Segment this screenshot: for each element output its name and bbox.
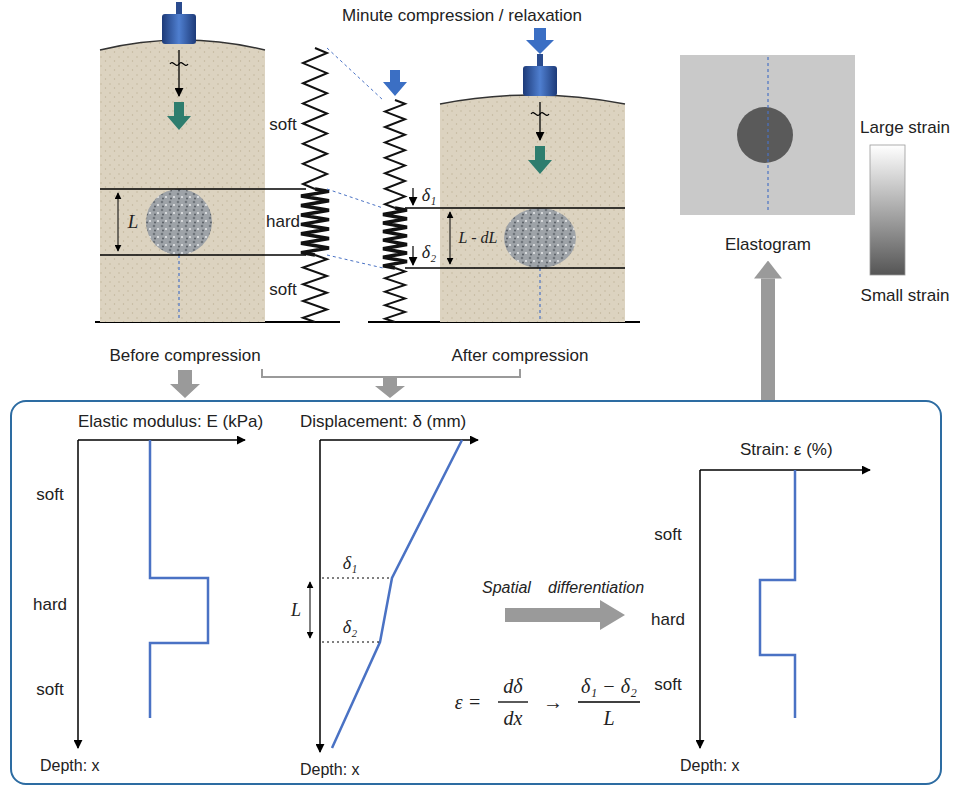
part-label: soft <box>269 280 296 300</box>
probe-cable <box>537 54 543 68</box>
fraction-bar <box>498 701 528 702</box>
chart-text: Strain: ε (%) <box>740 440 833 460</box>
ultrasound-probe <box>162 14 196 44</box>
spring-coil <box>303 255 327 322</box>
boundary-line <box>100 254 306 256</box>
elastogram-picture <box>678 53 858 221</box>
flow-arrow <box>761 279 775 401</box>
chart-text: δ₁ − δ₂ <box>581 675 637 698</box>
echo-arrow <box>528 146 552 174</box>
elastogram-image: Elastogram <box>678 53 858 257</box>
chart-text: Spatial <box>482 579 531 597</box>
spring-coil <box>385 100 405 208</box>
spring-model <box>301 48 407 322</box>
displacement-arrow <box>412 246 413 265</box>
guide-line <box>327 255 383 268</box>
chart-text: δ₁ <box>343 553 358 574</box>
chart-text: Elastic modulus: E (kPa) <box>78 412 263 432</box>
chart-text: dx <box>504 707 523 730</box>
chart-text: Depth: x <box>40 757 100 775</box>
axis <box>700 469 870 471</box>
tissue-block <box>100 40 265 322</box>
length-arrow <box>310 582 311 638</box>
chart-text: Depth: x <box>680 757 740 775</box>
spring-coil <box>383 208 407 268</box>
part-label: Small strain <box>861 286 950 306</box>
guide-line <box>322 642 380 643</box>
chart-text: hard <box>651 610 685 630</box>
length-arrow <box>118 193 119 251</box>
chart-text: ε = <box>455 691 481 714</box>
chart-text: soft <box>654 525 681 545</box>
part-label: L <box>128 211 139 233</box>
spring-coil <box>385 268 405 322</box>
spring-coil <box>303 48 327 189</box>
boundary-line <box>100 188 306 190</box>
axis <box>699 470 701 748</box>
strain-profile <box>760 470 795 718</box>
hard-inclusion <box>146 189 212 255</box>
flow-arrow <box>170 370 200 398</box>
analysis-panel: Elastic modulus: E (kPa) soft hard softDept… <box>10 400 942 785</box>
chart-text: Displacement: δ (mm) <box>300 412 466 432</box>
pulse-arrow <box>178 50 179 96</box>
chart-text: dδ <box>503 675 522 698</box>
pulse-arrow <box>539 102 540 140</box>
compression-arrow <box>383 70 407 96</box>
part-label: L - dL <box>459 229 498 247</box>
chart-text: differentiation <box>548 579 644 597</box>
guide-line <box>327 48 383 100</box>
axis <box>77 440 79 748</box>
displacement-arrow <box>412 188 413 205</box>
caption: Before compression <box>109 346 260 366</box>
echo-arrow <box>167 102 191 130</box>
hard-inclusion <box>504 208 576 268</box>
chart-text: → <box>543 691 563 714</box>
axis <box>320 439 478 441</box>
pulse-wave <box>531 113 549 116</box>
chart-text: δ₂ <box>343 617 358 638</box>
guide-line <box>322 578 392 579</box>
chart-text: L <box>603 707 614 730</box>
guide-line <box>327 189 383 208</box>
part-label: hard <box>266 212 300 232</box>
chart-text: soft <box>654 675 681 695</box>
bracket <box>262 369 520 377</box>
tissue-surface <box>440 95 625 104</box>
caption: After compression <box>452 346 589 366</box>
scan-line <box>539 268 540 320</box>
chart-text: hard <box>33 595 67 615</box>
axis <box>78 439 245 441</box>
strain-colorbar <box>870 145 905 275</box>
part-label: δ₂ <box>422 242 437 263</box>
boundary-line <box>405 267 625 269</box>
length-arrow <box>450 212 451 264</box>
scan-line <box>767 57 768 213</box>
part-label: soft <box>269 115 296 135</box>
elastogram-field <box>680 55 855 215</box>
image-caption: Elastogram <box>678 53 858 257</box>
chart-text: soft <box>36 485 63 505</box>
modulus-profile <box>150 440 208 718</box>
part-label: Large strain <box>860 118 950 138</box>
process-arrow <box>505 600 625 630</box>
scan-line <box>178 255 179 320</box>
part-label: δ₁ <box>422 185 437 206</box>
fraction-bar <box>578 701 640 702</box>
pulse-wave <box>170 63 188 66</box>
probe-cable <box>176 2 182 16</box>
compression-arrow <box>526 28 554 54</box>
chart-text: L <box>291 600 301 621</box>
axis <box>319 440 321 752</box>
spring-coil <box>301 189 329 255</box>
chart-text: Depth: x <box>300 761 360 779</box>
flow-arrow <box>375 378 405 398</box>
boundary-line <box>405 207 625 209</box>
stiff-region <box>737 107 793 163</box>
displacement-profile <box>332 440 462 748</box>
chart-text: soft <box>36 680 63 700</box>
title-note: Minute compression / relaxation <box>342 6 582 26</box>
ultrasound-probe <box>523 66 557 96</box>
